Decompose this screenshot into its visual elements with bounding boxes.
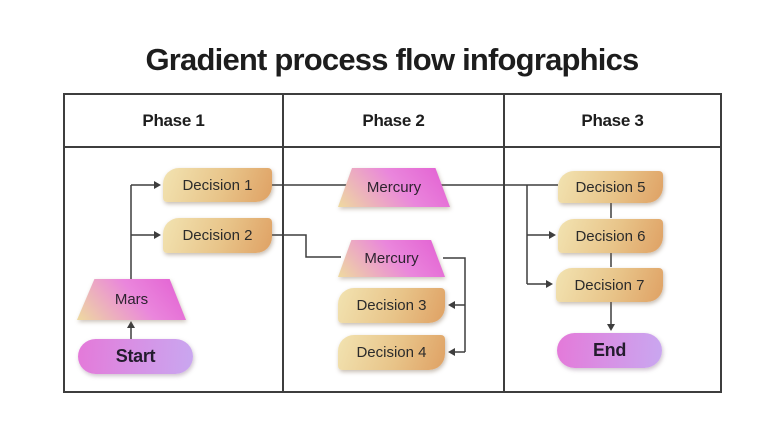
- node-decision-6: Decision 6: [558, 219, 663, 253]
- node-mercury-1: Mercury: [338, 168, 450, 207]
- node-decision-2-label: Decision 2: [182, 227, 253, 244]
- arrow-into-end: [607, 324, 615, 331]
- arrowheads: [127, 181, 615, 356]
- node-decision-3-label: Decision 3: [356, 297, 427, 314]
- node-end: End: [557, 333, 662, 368]
- edge-decision2-mercury2: [272, 234, 341, 258]
- header-divider: [65, 146, 720, 148]
- node-decision-3: Decision 3: [338, 288, 445, 323]
- node-decision-5-label: Decision 5: [575, 178, 646, 196]
- column-divider-1: [282, 95, 284, 391]
- arrow-into-decision1: [154, 181, 161, 189]
- arrow-into-decision7: [546, 280, 553, 288]
- node-mercury-1-label: Mercury: [366, 179, 422, 196]
- arrow-into-decision6: [549, 231, 556, 239]
- column-divider-2: [503, 95, 505, 391]
- node-mars-label: Mars: [114, 291, 149, 308]
- node-mercury-2-label: Mercury: [364, 250, 419, 267]
- edge-mercury2-rail: [443, 257, 466, 352]
- phase-2-header: Phase 2: [362, 110, 425, 130]
- node-decision-7-label: Decision 7: [574, 276, 645, 294]
- phase-table: Phase 1 Phase 2 Phase 3: [63, 93, 722, 393]
- arrow-into-decision3: [448, 301, 455, 309]
- node-mercury-2: Mercury: [338, 240, 445, 277]
- node-decision-4-label: Decision 4: [356, 344, 427, 361]
- phase-3-header: Phase 3: [581, 110, 644, 130]
- node-decision-6-label: Decision 6: [575, 227, 646, 245]
- arrow-into-mars: [127, 321, 135, 328]
- node-decision-1: Decision 1: [163, 168, 272, 202]
- node-mars: Mars: [77, 279, 186, 320]
- node-start-label: Start: [115, 346, 156, 366]
- node-start: Start: [78, 339, 193, 374]
- node-end-label: End: [592, 340, 627, 360]
- node-decision-7: Decision 7: [556, 268, 663, 302]
- node-decision-4: Decision 4: [338, 335, 445, 370]
- node-decision-5: Decision 5: [558, 171, 663, 203]
- node-decision-2: Decision 2: [163, 218, 272, 253]
- arrow-into-decision4: [448, 348, 455, 356]
- node-decision-1-label: Decision 1: [182, 176, 253, 194]
- phase-1-header: Phase 1: [142, 110, 205, 130]
- arrow-into-decision2: [154, 231, 161, 239]
- page-title: Gradient process flow infographics: [145, 42, 639, 77]
